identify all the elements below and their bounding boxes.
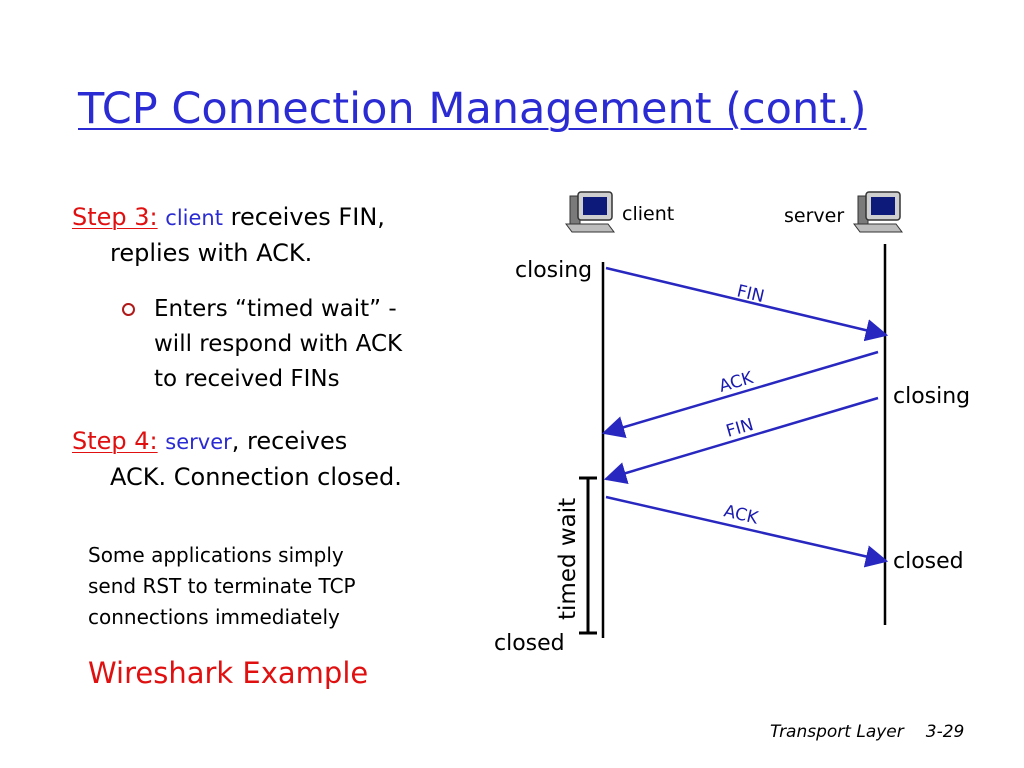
fin-message-label: FIN (724, 415, 756, 442)
server-closed-label: closed (893, 549, 964, 574)
slide-footer: Transport Layer 3-29 (770, 722, 986, 742)
slide-number: 3-29 (925, 722, 965, 742)
step-3-label: Step 3: (72, 203, 158, 231)
ack-arrow-server-to-client (601, 350, 879, 439)
subpoint-line: to received FINs (154, 366, 340, 392)
footer-label: Transport Layer (770, 722, 904, 742)
rst-note: Some applications simply send RST to ter… (88, 540, 448, 633)
step-4-label: Step 4: (72, 427, 158, 455)
step-3-actor: client (165, 206, 223, 230)
bullet-icon (122, 303, 135, 316)
step-4-text-line1: , receives (231, 427, 348, 455)
step-3: Step 3: client receives FIN, replies wit… (72, 200, 492, 271)
ack-message-label: ACK (717, 368, 756, 397)
step-4: Step 4: server, receives ACK. Connection… (72, 424, 492, 495)
server-closing-label: closing (893, 384, 970, 409)
note-line: Some applications simply (88, 543, 344, 567)
ack-message-label: ACK (722, 501, 761, 528)
server-computer-icon (853, 191, 903, 233)
subpoint-line: will respond with ACK (154, 331, 403, 357)
step-3-text-line2: replies with ACK. (110, 239, 313, 267)
wireshark-example-link[interactable]: Wireshark Example (88, 656, 369, 690)
step-4-text-line2: ACK. Connection closed. (110, 463, 402, 491)
note-line: send RST to terminate TCP (88, 574, 356, 598)
step-3-subpoint: Enters “timed wait” - will respond with … (122, 292, 474, 397)
slide-title: TCP Connection Management (cont.) (78, 84, 867, 134)
step-3-text-line1: receives FIN, (222, 203, 385, 231)
note-line: connections immediately (88, 605, 340, 629)
client-closing-label: closing (515, 258, 592, 283)
step-4-actor: server (165, 430, 232, 454)
client-label: client (622, 203, 674, 225)
subpoint-line: Enters “timed wait” - (154, 296, 397, 322)
ack-arrow-client-to-server (605, 495, 889, 568)
server-label: server (784, 205, 844, 227)
client-computer-icon (565, 191, 615, 233)
timed-wait-bracket (579, 476, 597, 635)
fin-arrow-server-to-client (603, 396, 879, 485)
timed-wait-label: timed wait (555, 498, 581, 620)
fin-arrow-client-to-server (605, 266, 889, 342)
fin-message-label: FIN (735, 281, 766, 307)
client-closed-label: closed (494, 631, 565, 656)
